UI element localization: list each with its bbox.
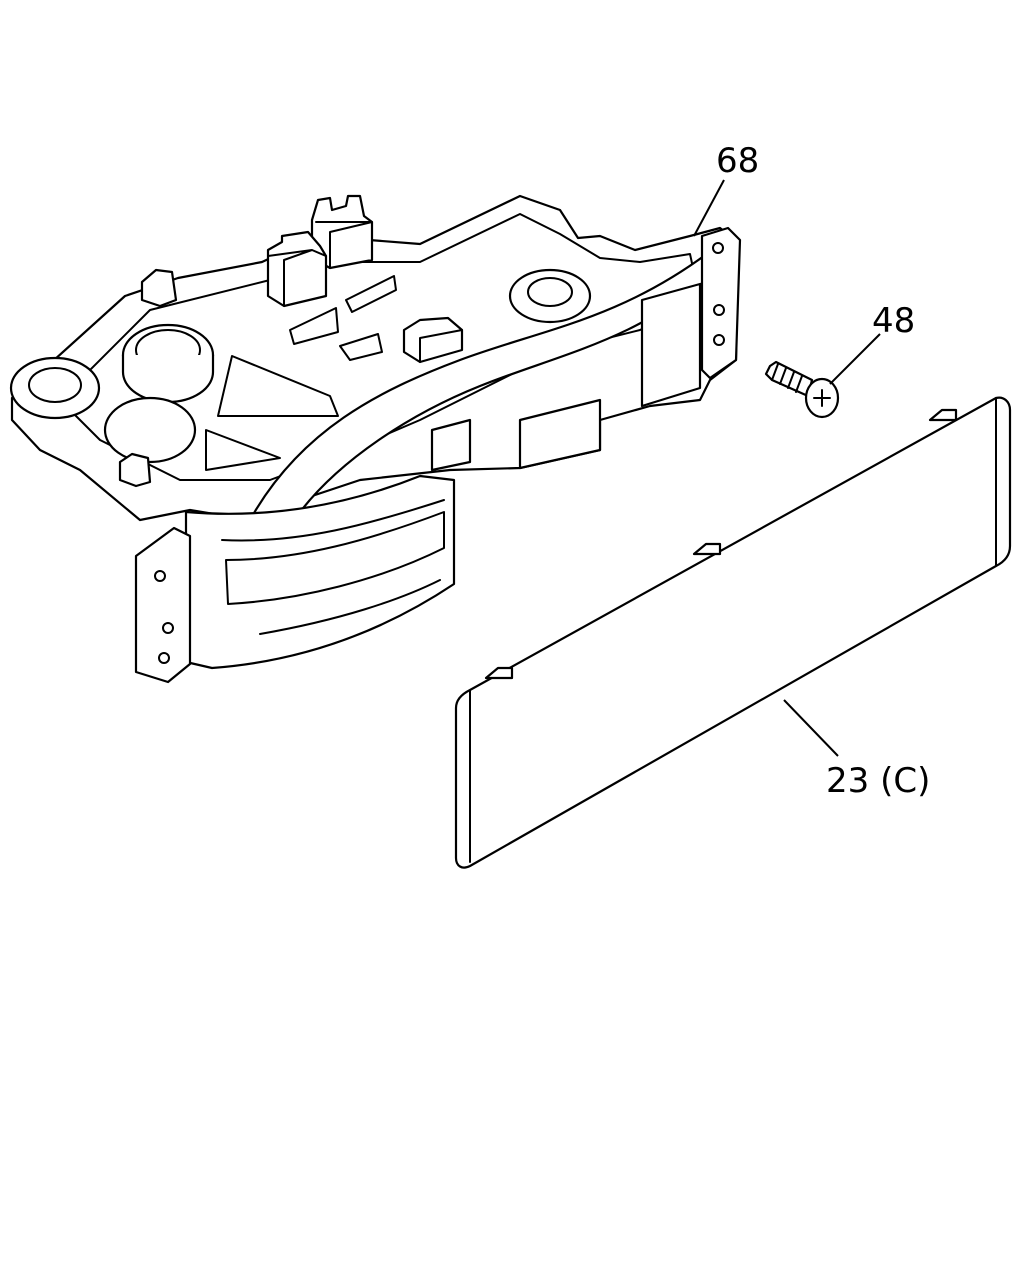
- cup-ring-left-inner: [28, 367, 82, 403]
- callout-23: 23 (C): [826, 761, 930, 801]
- cup-ring-left-outer: [9, 356, 101, 420]
- flange-left-hole-3: [158, 652, 170, 664]
- flange-right-hole-3: [713, 334, 725, 346]
- connector-small: [266, 230, 328, 308]
- tab-left-top: [140, 268, 178, 308]
- leader-48: [829, 333, 881, 385]
- housing-part-68: [9, 194, 742, 684]
- front-bezel-slot-2: [225, 511, 445, 605]
- front-bezel-slot-1: [221, 499, 445, 542]
- lid-clip-2: [692, 542, 722, 556]
- flange-left-hole-1: [154, 570, 166, 582]
- callout-48: 48: [872, 301, 915, 341]
- opening-2: [205, 429, 281, 471]
- support-leg-mid: [518, 398, 602, 470]
- flange-right-hole-2: [713, 304, 725, 316]
- opening-3: [289, 307, 339, 345]
- screw-cross: [813, 389, 831, 407]
- front-bezel-slot-3: [259, 579, 441, 635]
- lid-part-23: [454, 396, 1012, 869]
- tab-center-face: [419, 329, 463, 363]
- lid-clip-3: [928, 408, 958, 422]
- lid-panel-edge: [469, 397, 997, 863]
- connector-small-face: [267, 249, 327, 307]
- leader-23: [783, 699, 839, 757]
- leader-68: [693, 179, 725, 237]
- flange-left: [134, 526, 192, 684]
- screw-part-48: [764, 360, 840, 419]
- screw-threads: [771, 363, 803, 393]
- callout-68: 68: [716, 141, 759, 181]
- front-bezel: [184, 474, 456, 670]
- support-leg-right: [640, 282, 702, 408]
- cup-ring-right-outer: [508, 268, 592, 324]
- connector-large-face: [315, 221, 373, 269]
- lid-clip-1: [484, 666, 514, 680]
- cup-ring-lower: [103, 396, 197, 464]
- opening-4: [345, 275, 397, 313]
- opening-5: [339, 333, 383, 361]
- lid-panel: [454, 396, 1012, 869]
- tab-center: [402, 316, 464, 364]
- tab-left-bottom: [118, 452, 152, 488]
- flange-right-hole-1: [712, 242, 724, 254]
- cup-ring-right-inner: [527, 277, 573, 307]
- opening-1: [217, 355, 339, 417]
- flange-right: [700, 226, 742, 380]
- support-leg-center: [430, 418, 472, 472]
- flange-left-hole-2: [162, 622, 174, 634]
